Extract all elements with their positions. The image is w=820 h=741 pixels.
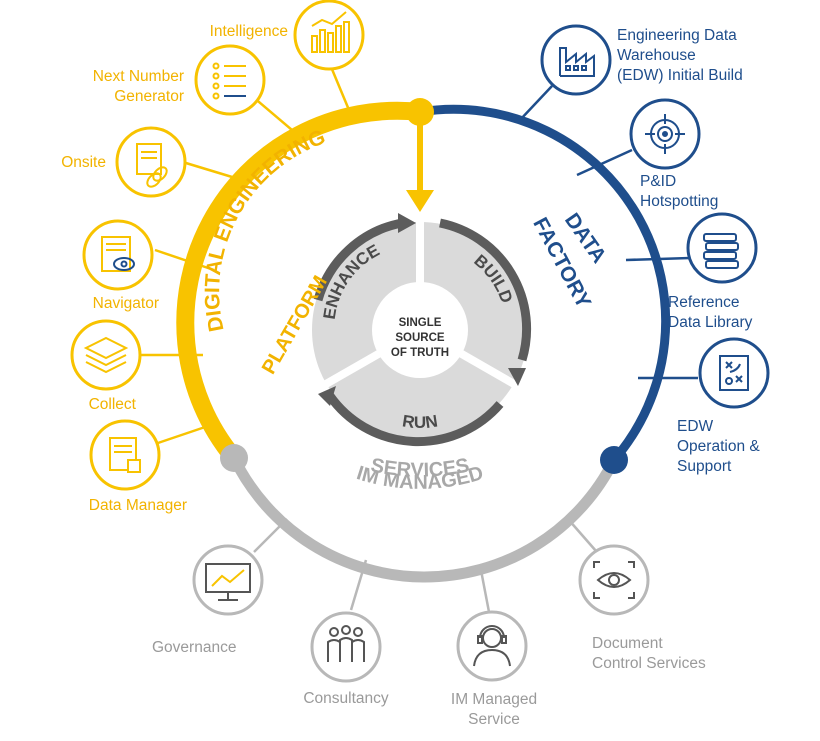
document-control-services-label: Document Control Services xyxy=(592,634,706,674)
edw-line3: (EDW) Initial Build xyxy=(617,67,743,84)
pid-hotspotting-label: P&ID Hotspotting xyxy=(640,172,718,212)
numbered-list-icon xyxy=(212,62,246,100)
data-manager-document-icon xyxy=(109,437,141,473)
cycle-wheel xyxy=(312,213,532,447)
edw-operation-icon-circle xyxy=(698,337,770,409)
collect-icon-circle xyxy=(70,319,142,391)
intelligence-label: Intelligence xyxy=(209,23,288,40)
consultancy-label: Consultancy xyxy=(303,690,389,707)
reference-library-icon-circle xyxy=(686,212,758,284)
managed-line1: IM Managed xyxy=(450,691,538,708)
data-manager-icon-circle xyxy=(89,419,161,491)
doc-line2: Control Services xyxy=(592,655,706,672)
cycle-run-label: RUN xyxy=(401,411,439,432)
document-control-icon-circle xyxy=(578,544,650,616)
outer-ring xyxy=(176,101,671,583)
onsite-label: Onsite xyxy=(61,154,106,171)
navigator-label: Navigator xyxy=(92,295,159,312)
monitor-chart-icon xyxy=(205,563,251,601)
onsite-icon-circle xyxy=(115,126,187,198)
factory-end-dot xyxy=(600,446,628,474)
services-title-line2: SERVICES xyxy=(369,454,471,481)
platform-arrow xyxy=(406,112,434,212)
books-icon xyxy=(703,233,739,269)
ref-line2: Data Library xyxy=(668,314,753,331)
edw-line2: Warehouse xyxy=(617,47,696,64)
im-managed-service-label: IM Managed Service xyxy=(430,690,558,730)
next-number-line1: Next Number xyxy=(92,68,184,85)
next-number-icon-circle xyxy=(194,44,266,116)
document-link-icon xyxy=(136,143,168,188)
factory-icon xyxy=(559,47,595,77)
ops-line1: EDW xyxy=(677,418,714,435)
edw-line1: Engineering Data xyxy=(617,27,737,44)
collect-label: Collect xyxy=(88,396,136,413)
edw-operation-support-label: EDW Operation & Support xyxy=(677,417,760,477)
eye-scan-icon xyxy=(593,561,635,599)
ref-line1: Reference xyxy=(668,294,740,311)
next-number-line2: Generator xyxy=(114,88,184,105)
reference-data-library-label: Reference Data Library xyxy=(668,293,752,333)
managed-line2: Service xyxy=(468,711,520,728)
platform-arc xyxy=(176,101,421,464)
center-line-1: SINGLE xyxy=(399,317,442,329)
doc-line1: Document xyxy=(592,635,663,652)
navigator-icon-circle xyxy=(82,219,154,291)
bar-chart-icon xyxy=(311,11,350,53)
center-line-3: OF TRUTH xyxy=(391,347,449,359)
strategy-board-icon xyxy=(719,355,749,391)
target-icon xyxy=(645,114,685,154)
layers-icon xyxy=(83,336,129,374)
ops-line3: Support xyxy=(677,458,732,475)
pid-line1: P&ID xyxy=(640,173,677,190)
edw-initial-build-label: Engineering Data Warehouse (EDW) Initial… xyxy=(617,26,743,86)
services-start-dot xyxy=(220,444,248,472)
governance-label: Governance xyxy=(152,639,237,656)
headset-agent-icon xyxy=(473,625,511,667)
factory-arc xyxy=(419,104,671,463)
team-icon xyxy=(327,625,365,662)
consultancy-icon-circle xyxy=(310,611,382,683)
data-manager-label: Data Manager xyxy=(88,497,187,514)
center-line-2: SOURCE xyxy=(395,332,445,344)
pid-line2: Hotspotting xyxy=(640,193,719,210)
navigator-document-icon xyxy=(101,236,135,272)
next-number-generator-label: Next Number Generator xyxy=(40,67,184,107)
ops-line2: Operation & xyxy=(677,438,760,455)
services-arc xyxy=(229,455,619,583)
